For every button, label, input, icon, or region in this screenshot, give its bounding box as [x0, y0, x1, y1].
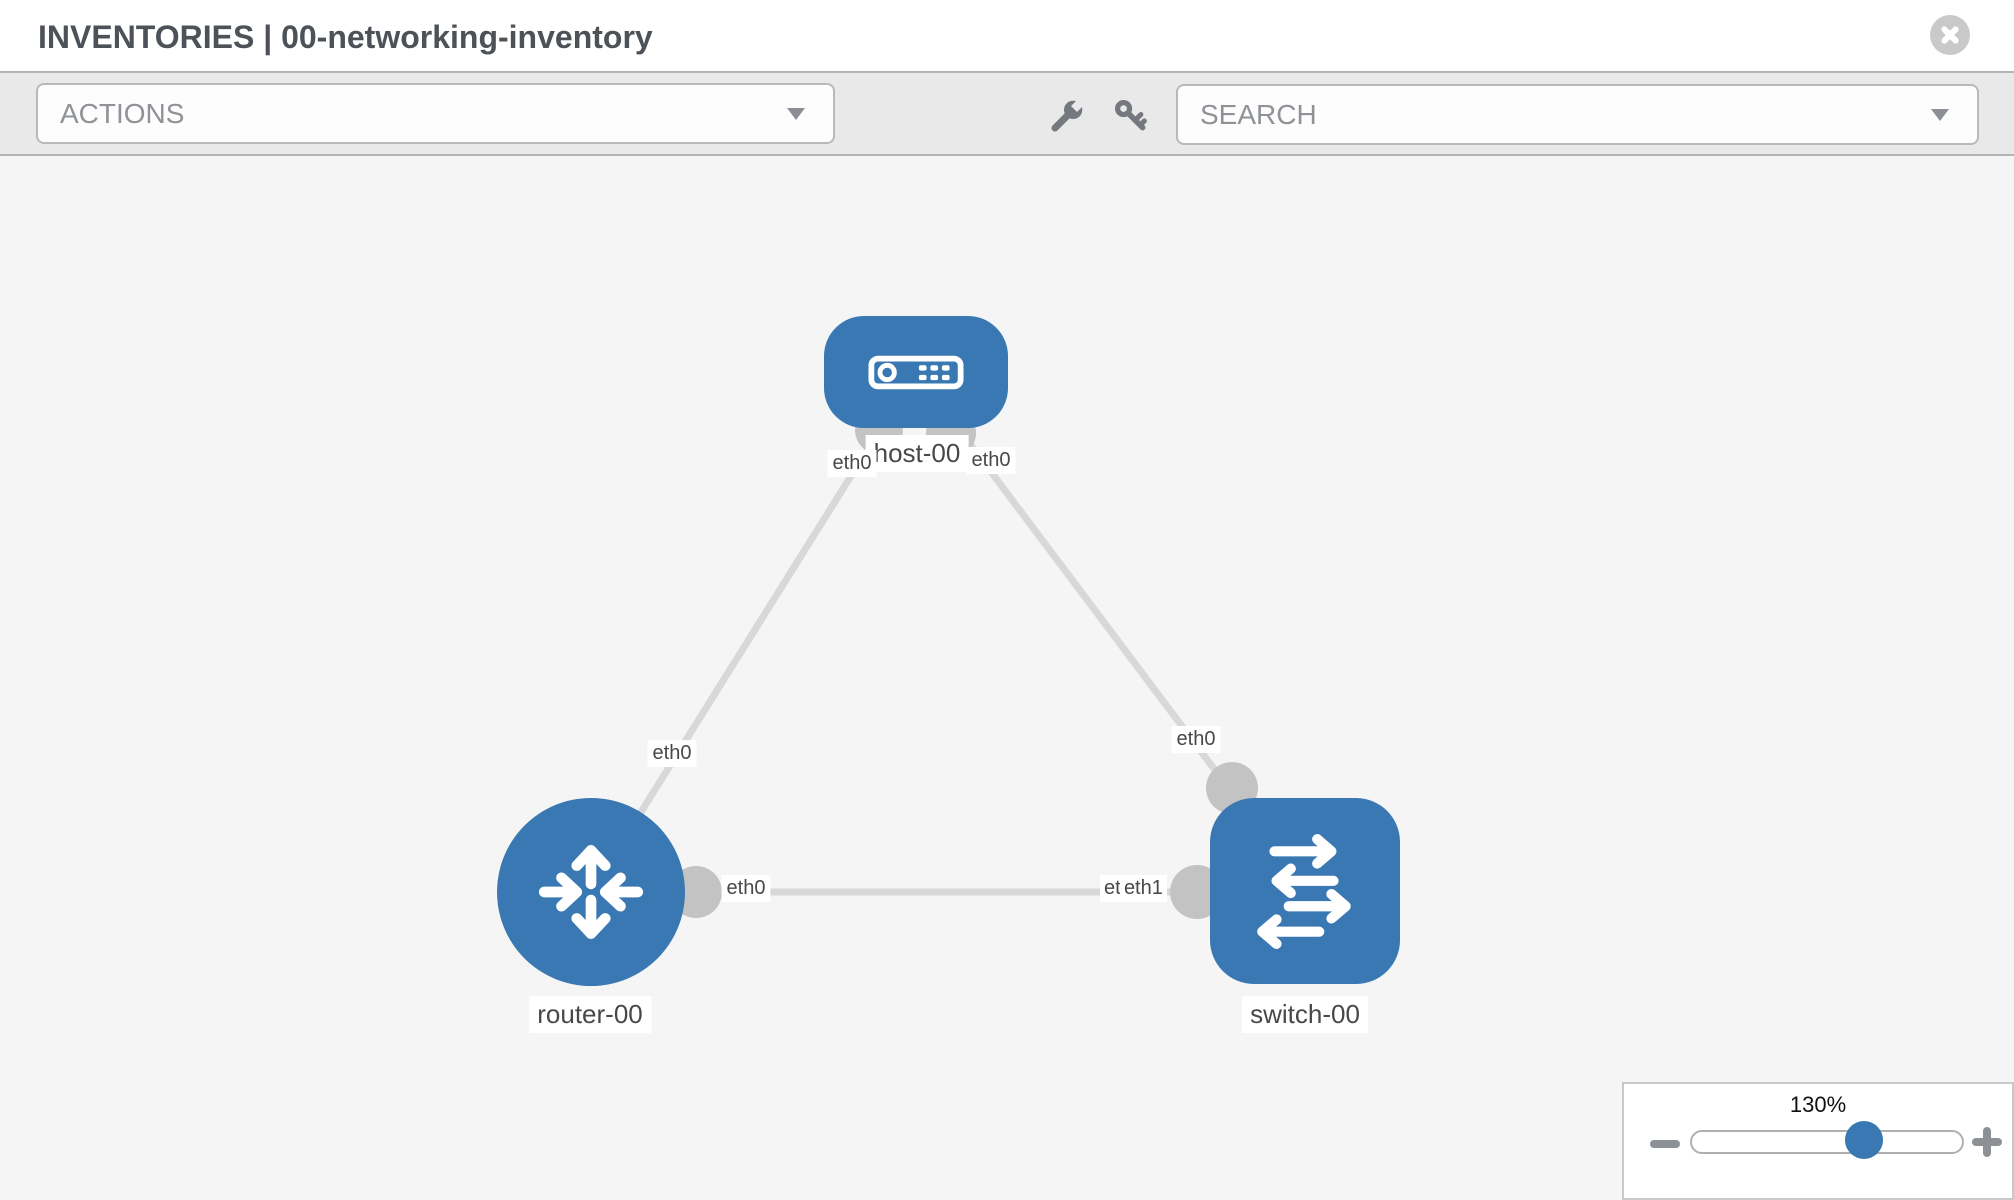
wrench-icon[interactable]	[1044, 95, 1088, 139]
zoom-out-button[interactable]	[1650, 1132, 1682, 1156]
node-label-switch: switch-00	[1242, 996, 1368, 1033]
plus-icon	[1983, 1127, 1991, 1157]
header: INVENTORIES | 00-networking-inventory	[0, 0, 2014, 71]
interface-label: eth0	[827, 450, 877, 477]
host-icon	[868, 355, 964, 389]
topology-canvas[interactable]: host-00 router-00 switch-00 eth0 eth0 et…	[0, 156, 2014, 1200]
zoom-in-button[interactable]	[1972, 1126, 2004, 1158]
actions-dropdown-value: ACTIONS	[60, 97, 185, 129]
zoom-slider-track[interactable]	[1690, 1121, 1964, 1159]
page-title: INVENTORIES | 00-networking-inventory	[38, 19, 653, 55]
key-icon[interactable]	[1110, 95, 1152, 137]
interface-label: eth0	[966, 447, 1016, 474]
zoom-panel: 130%	[1622, 1082, 2014, 1200]
node-switch-00[interactable]	[1210, 798, 1400, 984]
router-icon	[538, 845, 644, 939]
topology-links-layer	[588, 369, 1308, 919]
search-dropdown-value: SEARCH	[1200, 98, 1317, 130]
toolbar: ACTIONS SEARCH	[0, 71, 2014, 156]
chevron-down-icon	[1931, 108, 1949, 121]
interface-label: eth0	[721, 875, 771, 902]
interface-label: eth0	[1171, 726, 1221, 753]
zoom-level: 130%	[1789, 1092, 1847, 1117]
actions-dropdown[interactable]: ACTIONS	[36, 83, 835, 144]
node-label-router: router-00	[529, 996, 651, 1033]
switch-icon	[1257, 833, 1351, 949]
zoom-slider-thumb[interactable]	[1845, 1121, 1883, 1159]
node-host-00[interactable]	[824, 316, 1008, 428]
interface-label: eth0	[647, 740, 697, 767]
close-button[interactable]	[1930, 15, 1970, 55]
node-router-00[interactable]	[497, 798, 685, 986]
node-label-host: host-00	[865, 435, 969, 472]
chevron-down-icon	[787, 107, 805, 120]
minus-icon	[1650, 1140, 1680, 1148]
interface-label: eth1	[1119, 875, 1167, 902]
search-dropdown[interactable]: SEARCH	[1176, 84, 1979, 145]
